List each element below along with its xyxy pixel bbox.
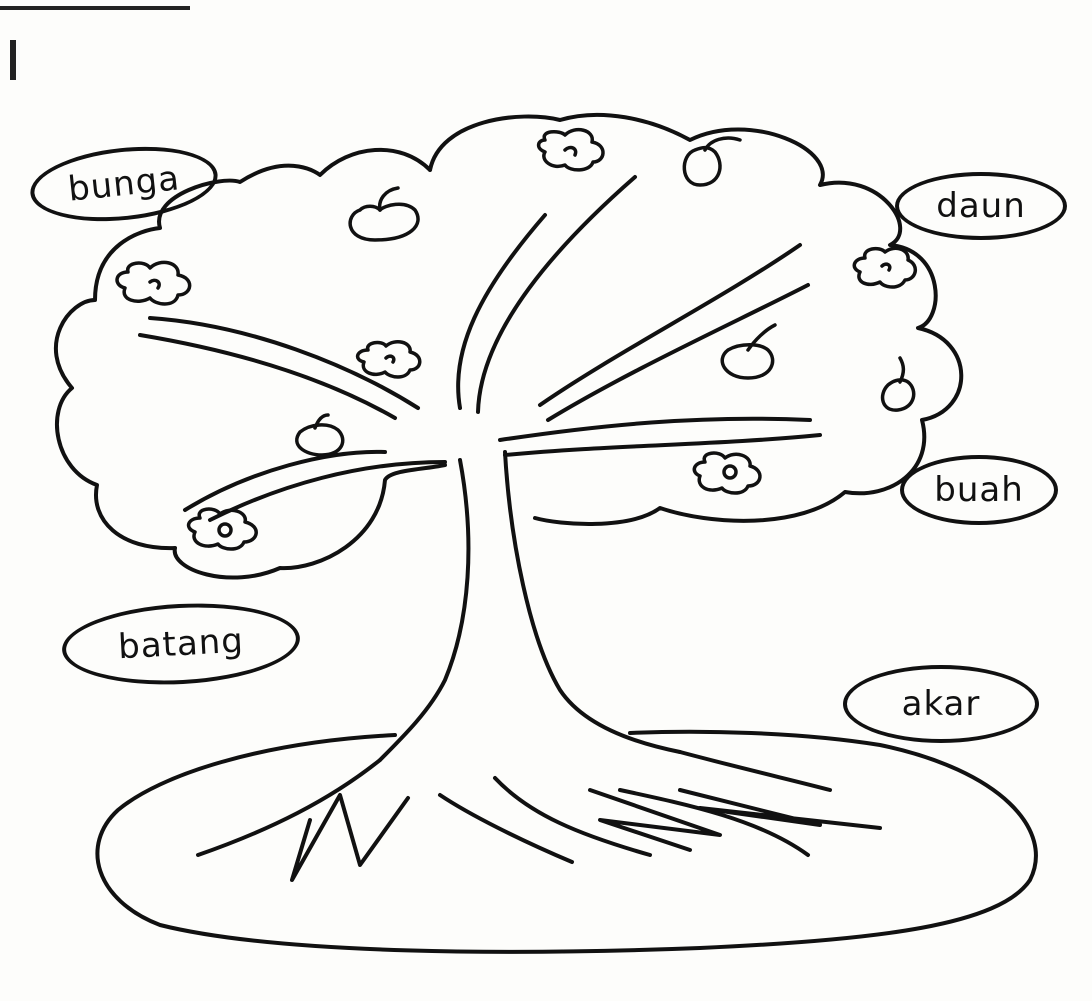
root-right <box>680 752 830 790</box>
branch-right-upper-top <box>540 245 800 405</box>
branch-upper-middle-left <box>458 215 545 408</box>
flower-5 <box>694 453 760 493</box>
root-2 <box>440 795 572 862</box>
label-buah: buah <box>900 455 1058 525</box>
branch-left-lower-top <box>185 452 385 510</box>
branch-right-middle-top <box>500 419 810 440</box>
fruit-4 <box>883 358 914 410</box>
label-akar: akar <box>843 665 1039 743</box>
branch-upper-middle-right <box>478 177 635 412</box>
branch-left-top <box>150 318 418 408</box>
fruit-5 <box>297 415 343 455</box>
fruit-2 <box>684 138 740 185</box>
flower-2 <box>117 262 190 304</box>
label-daun: daun <box>895 172 1067 240</box>
flower-1 <box>539 130 603 170</box>
trunk-right-edge <box>505 452 680 752</box>
fruit-3 <box>722 325 775 378</box>
root-zigzag-3 <box>680 790 880 828</box>
trunk-left-edge <box>380 460 468 760</box>
flower-3 <box>358 342 420 377</box>
fruit-1 <box>350 188 418 240</box>
branch-right-middle-bottom <box>505 435 820 455</box>
flower-4 <box>854 248 915 287</box>
